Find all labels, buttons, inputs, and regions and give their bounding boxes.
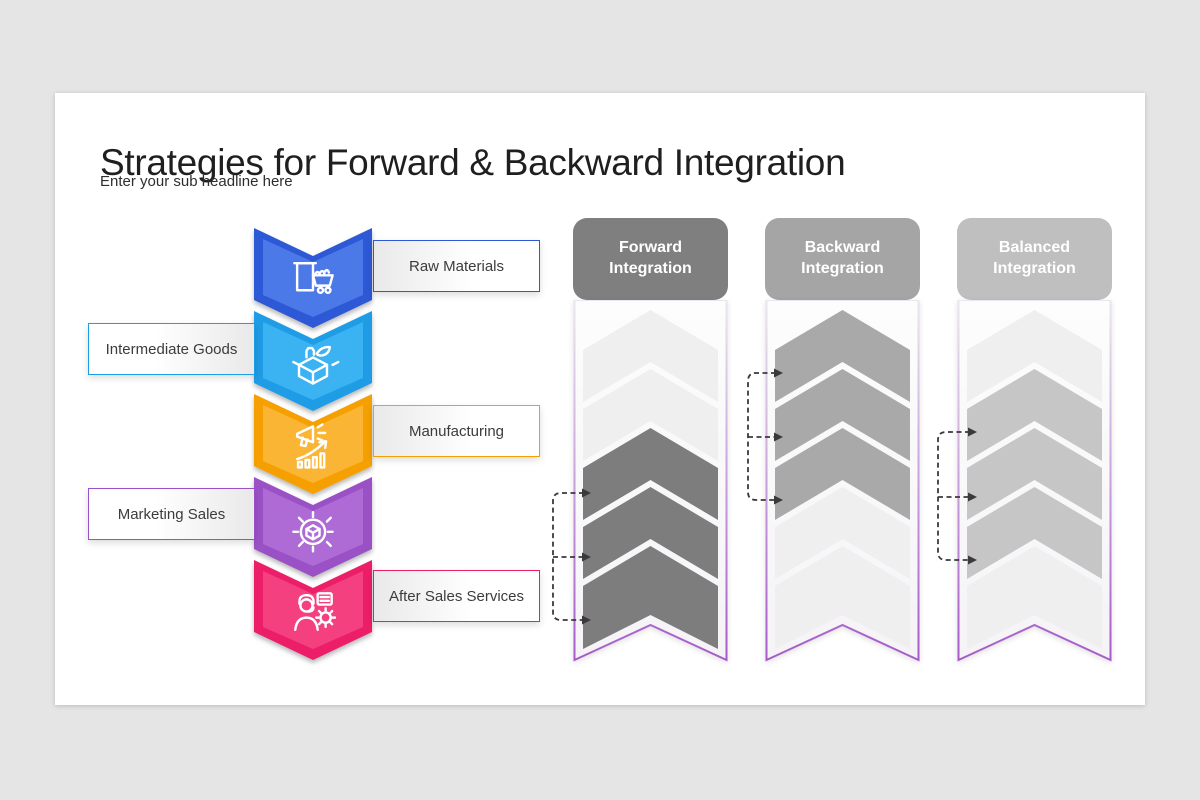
supply-step-intermediate-goods (254, 311, 372, 411)
mining-cart-icon (293, 261, 334, 294)
label-text: After Sales Services (388, 587, 525, 605)
strategy-banner (957, 300, 1112, 662)
page-title: Strategies for Forward & Backward Integr… (100, 141, 846, 183)
strategy-header: Balanced Integration (957, 218, 1112, 300)
chevron-shape (254, 394, 372, 494)
slide-canvas: Strategies for Forward & Backward Integr… (55, 93, 1145, 705)
strategy-column-forward: Forward Integration (573, 218, 728, 665)
supply-step-marketing-sales (254, 477, 372, 577)
gear-cube-icon (292, 510, 334, 553)
goods-box-icon (292, 345, 340, 385)
strategy-column-balanced: Balanced Integration (957, 218, 1112, 665)
label-raw-materials: Raw Materials (373, 240, 540, 292)
label-marketing-sales: Marketing Sales (88, 488, 255, 540)
strategy-title: Backward Integration (801, 239, 884, 277)
label-after-sales-services: After Sales Services (373, 570, 540, 622)
supply-step-after-sales (254, 560, 372, 660)
strategy-column-backward: Backward Integration (765, 218, 920, 665)
label-text: Manufacturing (408, 422, 505, 440)
supply-step-raw-materials (254, 228, 372, 328)
label-text: Intermediate Goods (105, 340, 238, 358)
chevron-shape (254, 311, 372, 411)
strategy-title: Balanced Integration (993, 239, 1076, 277)
strategy-banner (765, 300, 920, 662)
label-text: Marketing Sales (117, 505, 226, 523)
label-manufacturing: Manufacturing (373, 405, 540, 457)
supply-step-manufacturing (254, 394, 372, 494)
customer-support-icon (294, 592, 337, 631)
strategy-banner (573, 300, 728, 662)
megaphone-growth-icon (295, 423, 328, 469)
strategy-header: Backward Integration (765, 218, 920, 300)
strategy-header: Forward Integration (573, 218, 728, 300)
page-subtitle: Enter your sub headline here (100, 173, 293, 190)
chevron-shape (254, 477, 372, 577)
label-text: Raw Materials (408, 257, 505, 275)
strategy-title: Forward Integration (609, 239, 692, 277)
integration-diagram: Raw Materials Intermediate Goods Manufac… (55, 93, 1145, 705)
label-intermediate-goods: Intermediate Goods (88, 323, 255, 375)
